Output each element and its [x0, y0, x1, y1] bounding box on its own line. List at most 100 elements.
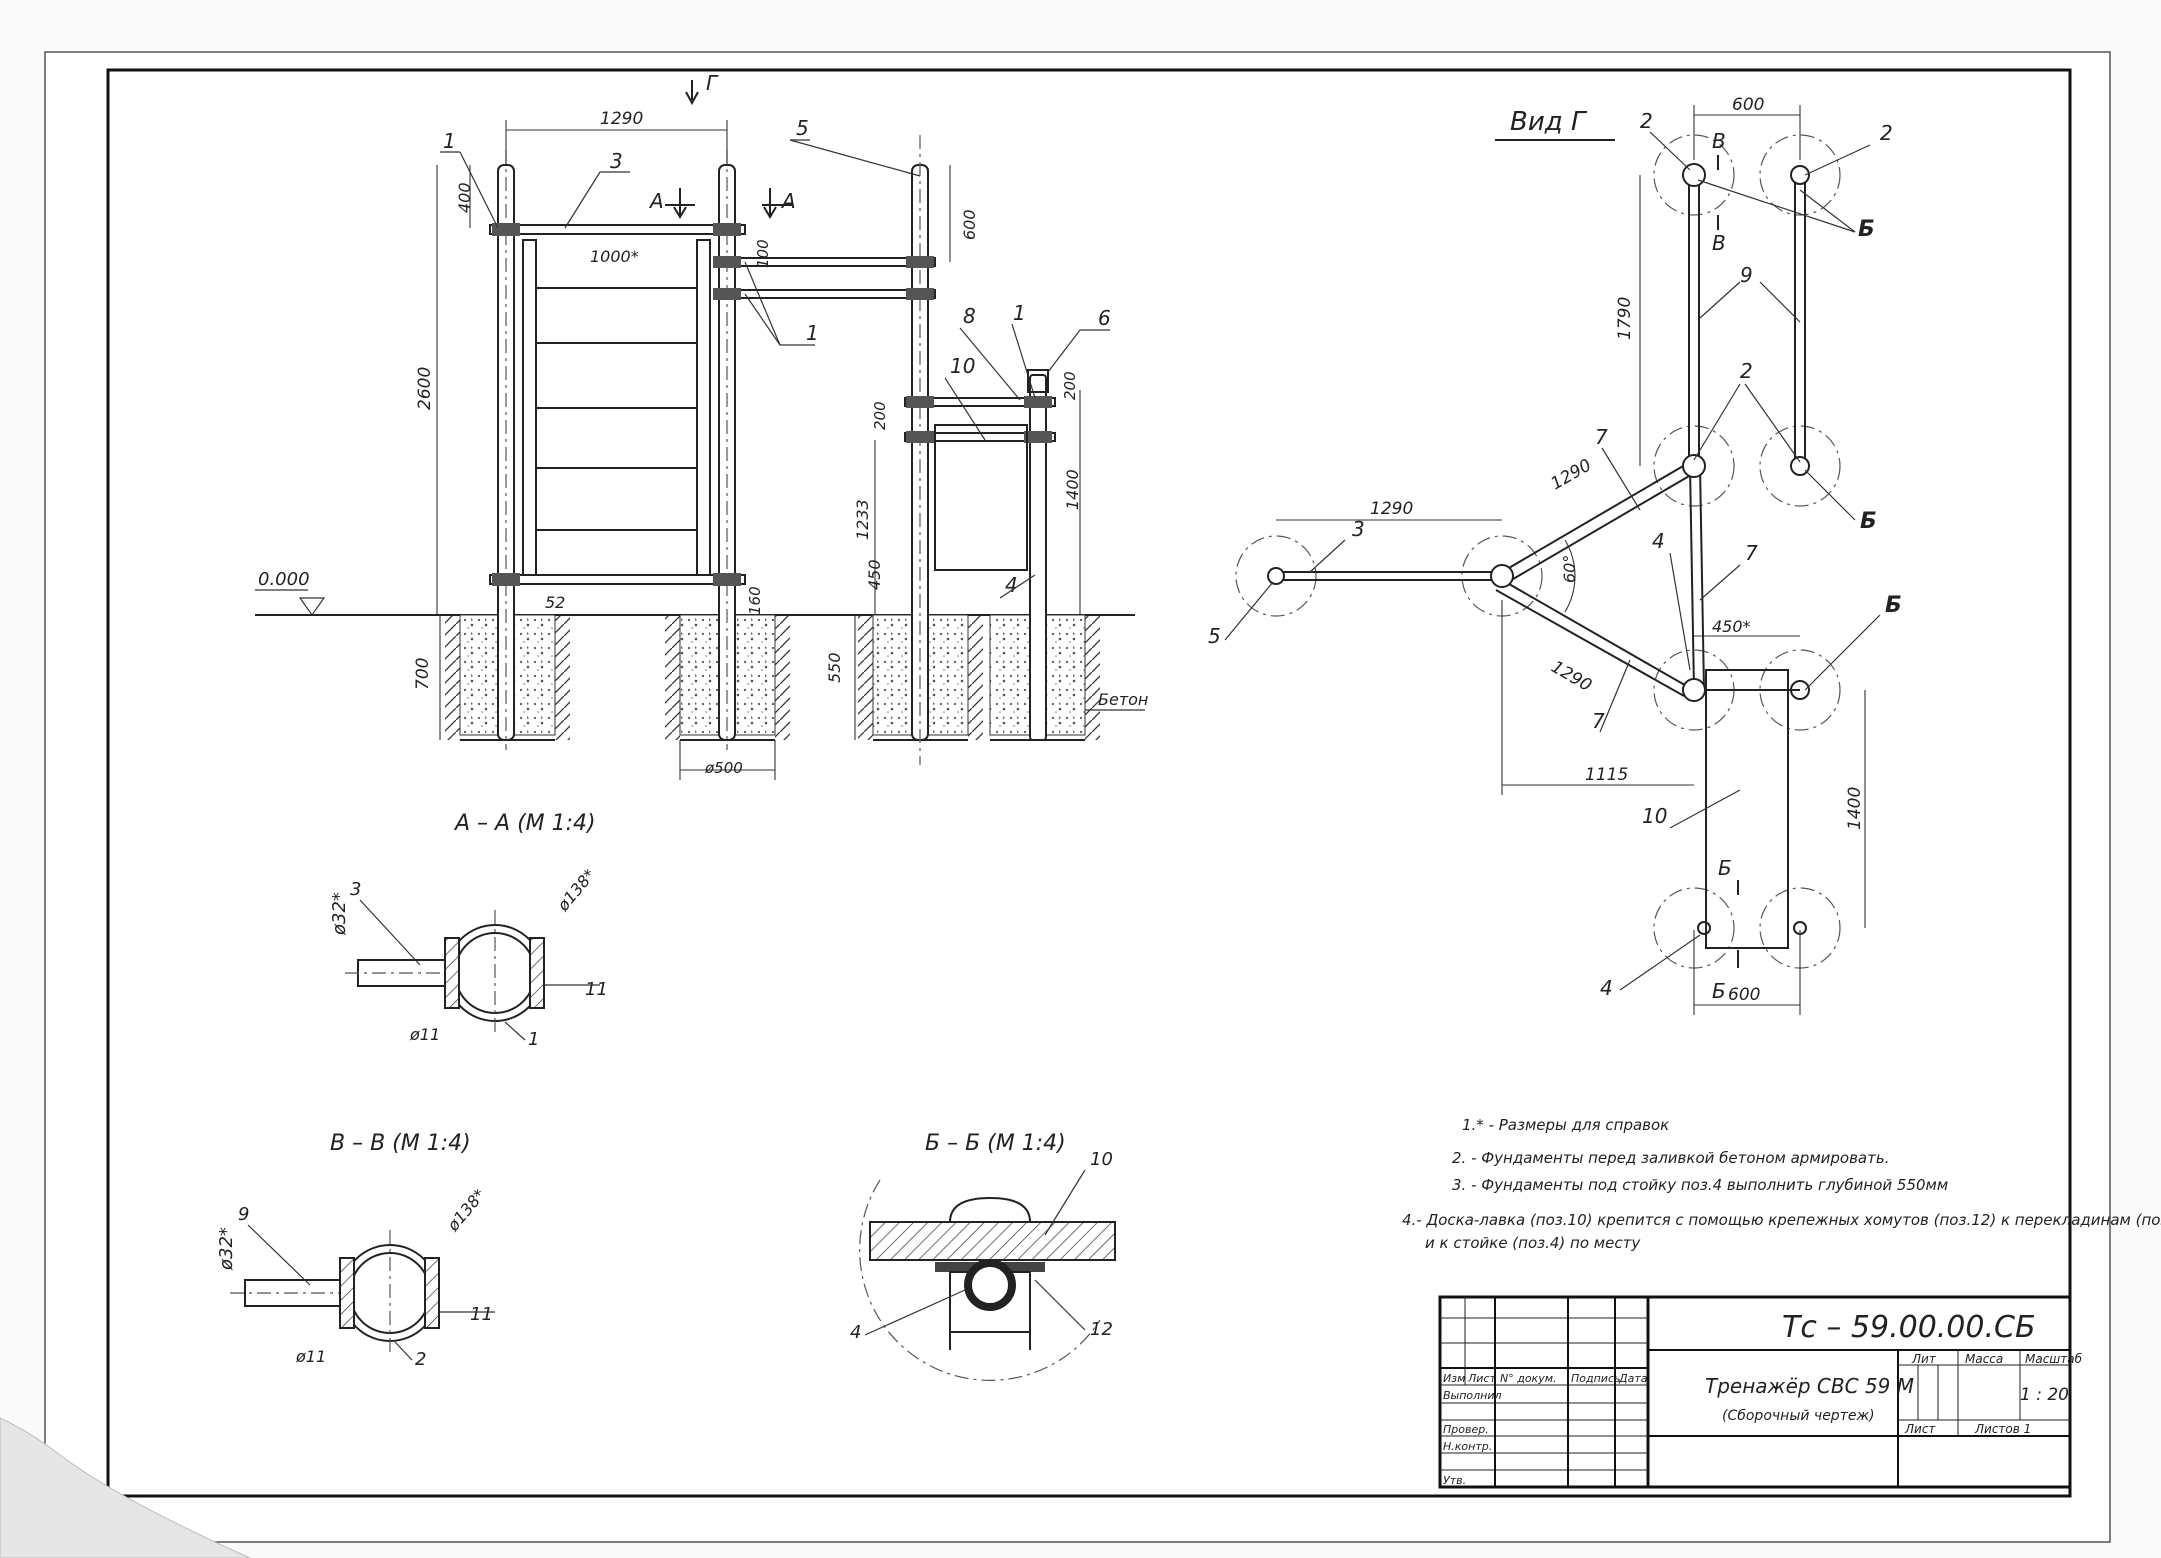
svg-text:600: 600 — [960, 209, 979, 240]
svg-text:160: 160 — [746, 586, 764, 615]
svg-text:10: 10 — [1090, 1149, 1113, 1170]
svg-text:400: 400 — [455, 182, 474, 213]
page-curl — [0, 1417, 251, 1558]
svg-text:3: 3 — [350, 879, 361, 900]
svg-text:Изм: Изм — [1443, 1372, 1465, 1385]
section-marks: А А Г — [648, 71, 796, 219]
crossbars — [489, 223, 1056, 586]
svg-text:Масштаб: Масштаб — [2025, 1352, 2083, 1366]
svg-text:10: 10 — [950, 354, 975, 378]
svg-text:Выполнил: Выполнил — [1443, 1389, 1502, 1402]
svg-text:9: 9 — [1740, 263, 1753, 287]
drawing-frame — [106, 68, 2072, 1498]
svg-text:ø32*: ø32* — [329, 892, 350, 936]
svg-text:Лит: Лит — [1911, 1352, 1937, 1366]
svg-text:600: 600 — [1728, 985, 1760, 1005]
svg-text:А: А — [780, 189, 796, 213]
svg-text:В: В — [1712, 129, 1726, 153]
svg-text:N° докум.: N° докум. — [1500, 1372, 1557, 1385]
svg-text:1000*: 1000* — [590, 247, 639, 266]
svg-text:Листов 1: Листов 1 — [1974, 1422, 2031, 1436]
svg-text:1400: 1400 — [1063, 469, 1082, 510]
svg-text:11: 11 — [470, 1304, 493, 1325]
svg-text:1115: 1115 — [1585, 765, 1628, 785]
svg-text:Н.контр.: Н.контр. — [1443, 1440, 1492, 1453]
svg-text:ø11: ø11 — [409, 1025, 440, 1044]
concrete-label: Бетон — [1098, 690, 1148, 709]
svg-text:Б: Б — [1858, 217, 1875, 242]
svg-text:2: 2 — [1740, 359, 1753, 383]
svg-text:12: 12 — [1090, 1319, 1113, 1340]
svg-text:200: 200 — [871, 401, 889, 430]
top-view: Вид Г — [1208, 95, 1902, 1015]
ladder — [522, 239, 711, 581]
foundations — [445, 614, 1100, 741]
svg-text:4: 4 — [1652, 529, 1665, 553]
svg-text:Б: Б — [1718, 856, 1732, 880]
svg-text:1: 1 — [528, 1029, 539, 1050]
svg-text:6: 6 — [1098, 306, 1111, 330]
svg-text:3: 3 — [610, 149, 623, 173]
svg-text:10: 10 — [1642, 804, 1667, 828]
svg-text:ø500: ø500 — [704, 759, 743, 777]
doc-code: Тс – 59.00.00.СБ — [1782, 1310, 2036, 1345]
svg-text:1: 1 — [443, 129, 456, 153]
scale-value: 1 : 20 — [2020, 1385, 2069, 1405]
top-view-title: Вид Г — [1510, 107, 1588, 137]
top-section-marks: В В Б Б — [1712, 129, 1739, 1003]
svg-text:1290: 1290 — [600, 109, 643, 129]
top-leaders: 2 2 Б 9 2 Б 7 3 5 4 7 7 Б — [1208, 109, 1902, 1000]
svg-text:4: 4 — [1600, 976, 1613, 1000]
svg-text:1: 1 — [806, 321, 819, 345]
svg-text:В: В — [1712, 231, 1726, 255]
section-bb-title: Б – Б (М 1:4) — [925, 1131, 1066, 1156]
product-name: Тренажёр СВС 59 М — [1705, 1374, 1914, 1398]
svg-text:Б: Б — [1885, 593, 1902, 618]
section-vv-title: В – В (М 1:4) — [330, 1131, 471, 1156]
section-aa: А – А (М 1:4) ø32* ø138* ø11 3 11 1 — [329, 811, 608, 1050]
bench-board — [934, 424, 1028, 571]
svg-text:5: 5 — [796, 116, 809, 140]
svg-text:Утв.: Утв. — [1443, 1474, 1466, 1487]
svg-text:1790: 1790 — [1615, 297, 1635, 340]
svg-text:5: 5 — [1208, 624, 1221, 648]
svg-text:9: 9 — [238, 1204, 249, 1225]
svg-text:Дата: Дата — [1618, 1372, 1648, 1385]
svg-text:4: 4 — [850, 1322, 861, 1343]
title-block: Тс – 59.00.00.СБ Тренажёр СВС 59 М (Сбор… — [1438, 1295, 2083, 1489]
svg-text:1.* - Размеры для справок: 1.* - Размеры для справок — [1462, 1116, 1669, 1134]
svg-text:2: 2 — [1640, 109, 1653, 133]
section-aa-title: А – А (М 1:4) — [453, 811, 596, 836]
level-label: 0.000 — [258, 569, 310, 590]
position-leaders: 1 3 5 1 8 1 6 10 4 — [440, 116, 1111, 599]
svg-text:4: 4 — [1005, 573, 1018, 597]
svg-text:Провер.: Провер. — [1443, 1423, 1489, 1436]
top-bars — [1276, 178, 1806, 697]
svg-text:Г: Г — [706, 71, 719, 95]
svg-text:А: А — [648, 189, 664, 213]
svg-text:7: 7 — [1592, 709, 1605, 733]
svg-text:450: 450 — [865, 559, 884, 590]
svg-text:7: 7 — [1745, 541, 1758, 565]
svg-text:4.- Доска-лавка (поз.10) крепи: 4.- Доска-лавка (поз.10) крепится с помо… — [1402, 1211, 2161, 1229]
svg-text:Лист: Лист — [1904, 1422, 1936, 1436]
svg-text:2: 2 — [1880, 121, 1893, 145]
svg-text:450*: 450* — [1712, 617, 1751, 636]
svg-text:2. - Фундаменты перед заливкой: 2. - Фундаменты перед заливкой бетоном а… — [1452, 1149, 1889, 1167]
svg-text:2600: 2600 — [415, 367, 435, 410]
svg-text:52: 52 — [545, 593, 565, 612]
svg-text:11: 11 — [585, 979, 608, 1000]
svg-text:60°: 60° — [1560, 555, 1579, 583]
notes: 1.* - Размеры для справок 2. - Фундамент… — [1402, 1116, 2161, 1252]
svg-text:3: 3 — [1352, 517, 1365, 541]
svg-text:1233: 1233 — [853, 499, 872, 540]
svg-text:ø11: ø11 — [295, 1347, 326, 1366]
svg-text:Подпись: Подпись — [1571, 1372, 1620, 1385]
svg-text:700: 700 — [413, 658, 433, 690]
section-bb: Б – Б (М 1:4) 10 4 12 — [850, 1131, 1116, 1381]
svg-text:8: 8 — [963, 304, 976, 328]
svg-text:1: 1 — [1013, 301, 1026, 325]
svg-text:Б: Б — [1712, 979, 1726, 1003]
svg-text:ø32*: ø32* — [216, 1227, 237, 1271]
